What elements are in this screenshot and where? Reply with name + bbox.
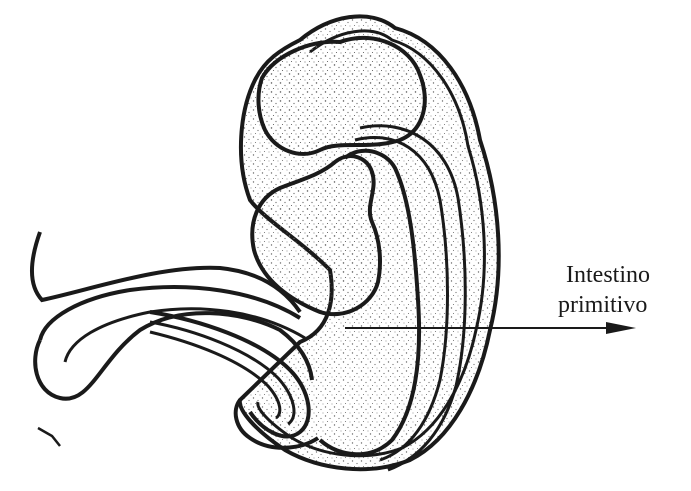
left-sac-upper-band	[40, 287, 300, 340]
head-vesicle	[258, 38, 424, 154]
label-primitivo: primitivo	[558, 293, 647, 317]
stray-mark	[38, 428, 60, 446]
pointer-arrowhead	[606, 322, 636, 334]
label-intestino: Intestino	[566, 263, 650, 287]
